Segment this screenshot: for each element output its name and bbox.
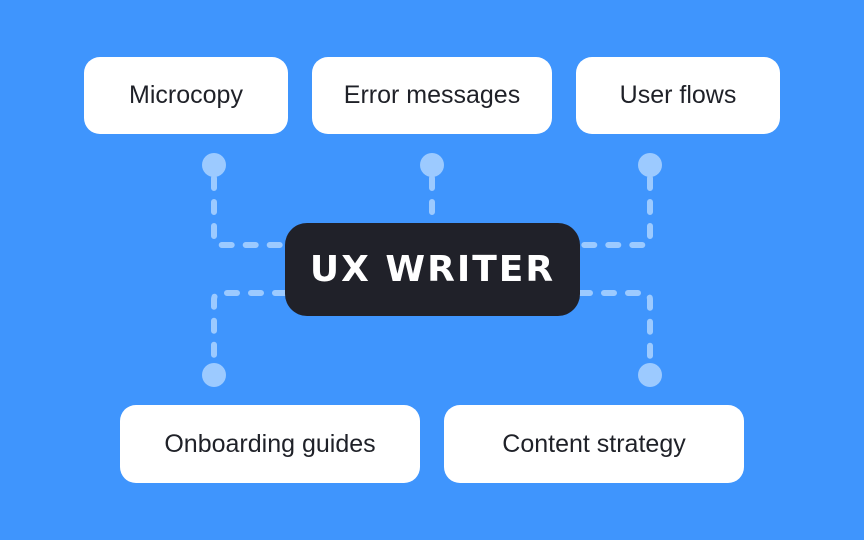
topic-content-strategy: Content strategy <box>444 405 744 483</box>
topic-microcopy: Microcopy <box>84 57 288 134</box>
connector-user-flows <box>577 175 653 248</box>
connector-onboarding <box>211 290 288 365</box>
node-dot <box>202 363 226 387</box>
center-node: UX WRITER <box>285 223 580 316</box>
node-dot <box>638 363 662 387</box>
node-dot <box>202 153 226 177</box>
topic-error-messages: Error messages <box>312 57 552 134</box>
topic-onboarding-guides: Onboarding guides <box>120 405 420 483</box>
topic-user-flows: User flows <box>576 57 780 134</box>
node-dot <box>420 153 444 177</box>
connector-microcopy <box>211 175 288 248</box>
node-dot <box>638 153 662 177</box>
connector-content-strategy <box>577 290 653 365</box>
